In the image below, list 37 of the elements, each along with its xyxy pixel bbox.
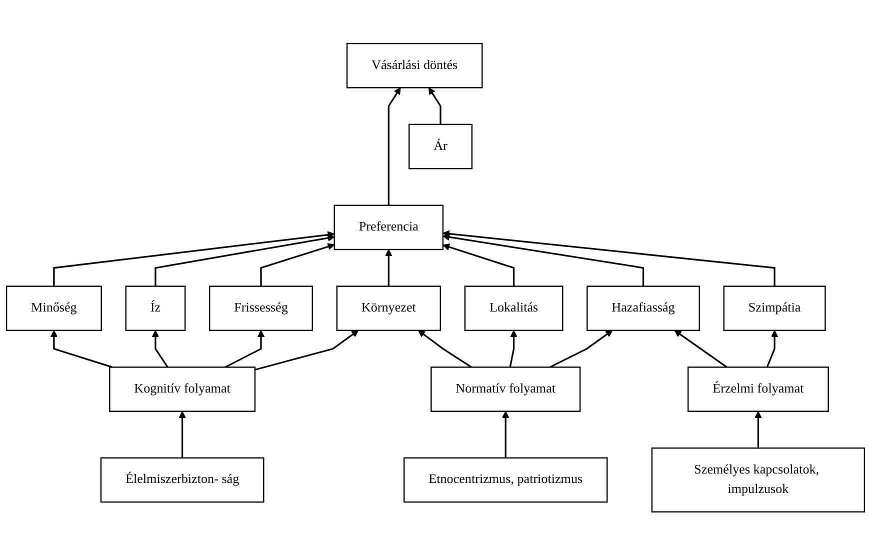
node-box: Hazafiasság	[586, 286, 700, 332]
node-box: Személyes kapcsolatok, impulzusok	[651, 448, 866, 513]
arrow	[152, 330, 168, 368]
arrow	[388, 88, 401, 206]
node-box: Íz	[125, 286, 186, 332]
node-box: Normatív folyamat	[430, 366, 581, 412]
arrow	[178, 411, 186, 458]
node-box: Környezet	[336, 286, 442, 332]
arrow	[442, 230, 776, 287]
arrow	[260, 243, 335, 287]
arrow	[766, 330, 778, 368]
arrow	[385, 249, 392, 287]
arrow	[50, 330, 113, 368]
node-box: Élelmiszerbizton- ság	[100, 458, 264, 503]
arrow	[509, 330, 518, 368]
arrow	[53, 232, 335, 287]
node-box: Preferencia	[334, 205, 444, 250]
node-box: Frissesség	[208, 286, 313, 332]
arrow	[442, 234, 644, 287]
node-box: Vásárlási döntés	[346, 43, 483, 89]
arrow	[549, 330, 613, 368]
node-box: Minőség	[6, 286, 102, 332]
node-box: Érzelmi folyamat	[688, 366, 829, 412]
arrow	[418, 330, 472, 368]
arrow	[154, 234, 335, 287]
node-box: Szimpátia	[723, 286, 826, 332]
arrow	[428, 88, 442, 125]
arrow	[224, 330, 265, 368]
node-box: Etnocentrizmus, patriotizmus	[403, 458, 608, 503]
arrow	[674, 330, 728, 368]
arrow	[442, 244, 515, 287]
node-box: Ár	[408, 124, 473, 170]
arrow	[254, 330, 359, 371]
arrow	[502, 411, 510, 458]
node-box: Kognitív folyamat	[109, 366, 256, 412]
arrow	[754, 411, 762, 448]
node-box: Lokalitás	[464, 286, 564, 332]
